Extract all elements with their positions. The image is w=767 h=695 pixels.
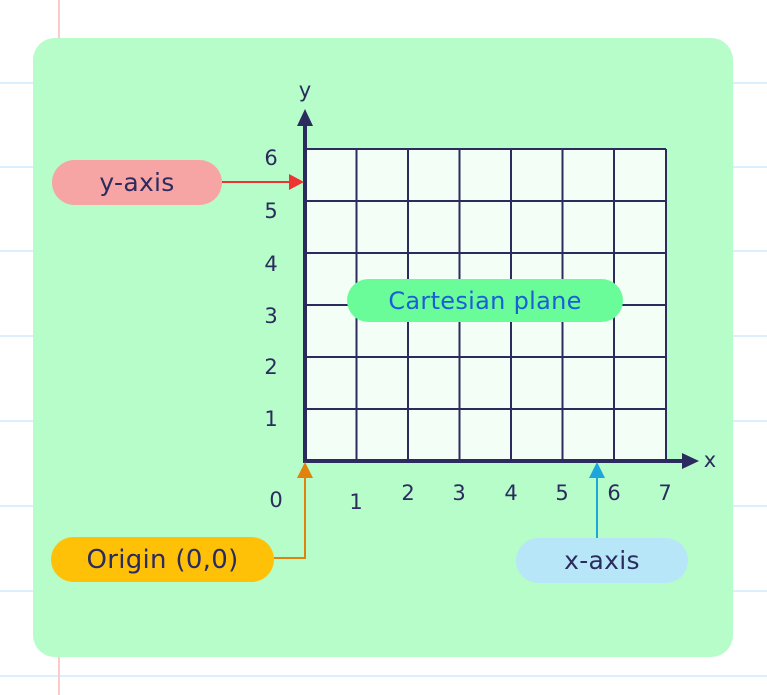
y-tick-6: 6 [264,146,278,170]
y-tick-4: 4 [264,252,278,276]
y-tick-2: 2 [264,355,278,379]
y-tick-3: 3 [264,304,278,328]
y-axis-letter: y [298,78,312,102]
notebook-line [0,675,767,677]
origin-tick: 0 [269,488,283,512]
x-axis-arrowhead-icon [682,453,699,469]
x-tick-1: 1 [349,490,363,514]
x-tick-5: 5 [555,481,569,505]
x-tick-6: 6 [607,481,621,505]
y-axis-callout: y-axis [52,160,222,205]
x-axis-pointer-icon [589,462,605,478]
y-axis-arrowhead-icon [297,109,313,126]
y-tick-1: 1 [264,407,278,431]
x-axis-letter: x [703,448,717,472]
x-tick-7: 7 [658,481,672,505]
origin-connector [274,476,306,559]
x-axis-callout: x-axis [516,538,688,583]
y-tick-5: 5 [264,199,278,223]
origin-pointer-icon [297,462,313,478]
x-tick-2: 2 [401,481,415,505]
origin-callout: Origin (0,0) [51,537,274,582]
x-tick-4: 4 [504,481,518,505]
y-axis-pointer-icon [289,174,304,190]
x-tick-3: 3 [452,481,466,505]
cartesian-plane-label: Cartesian plane [347,279,623,322]
